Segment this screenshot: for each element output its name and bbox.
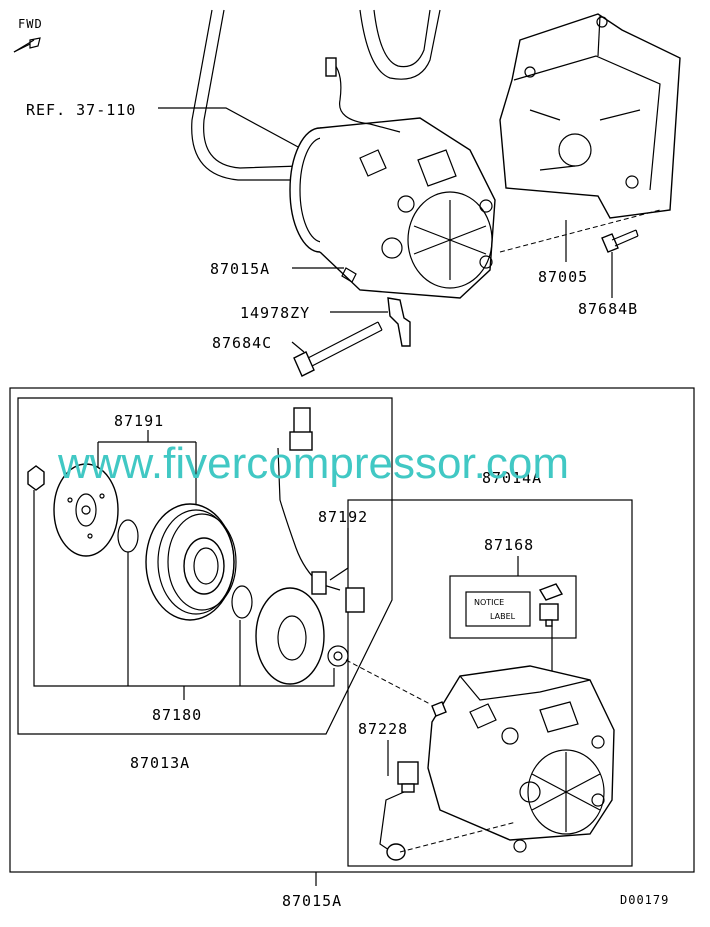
bracket-label: 87005 bbox=[538, 268, 588, 286]
diagram-code: D00179 bbox=[620, 893, 669, 907]
valve-cap bbox=[538, 583, 564, 627]
compressor-sub-label: 87014A bbox=[482, 469, 542, 487]
washer-hole bbox=[333, 651, 343, 661]
clutch-assy-frame bbox=[17, 397, 393, 735]
wire-label: 87192 bbox=[318, 508, 368, 526]
clutch-group-label: 87180 bbox=[152, 706, 202, 724]
mounting-bracket bbox=[499, 13, 681, 219]
nut-icon bbox=[27, 465, 45, 491]
clip-label: 14978ZY bbox=[240, 304, 310, 322]
outer-kit-frame bbox=[9, 387, 695, 873]
compressor-sub-frame bbox=[347, 499, 633, 867]
ref-leader bbox=[158, 107, 301, 149]
notice-label-sticker bbox=[465, 591, 531, 627]
bolt-dash-line bbox=[499, 209, 661, 253]
notice-group-box bbox=[449, 575, 577, 639]
snap-ring-2 bbox=[231, 585, 253, 619]
lower-compressor bbox=[427, 665, 615, 853]
clutch-parts-bracket bbox=[97, 430, 197, 510]
drive-belt bbox=[191, 9, 441, 181]
long-bolt-label: 87684C bbox=[212, 334, 272, 352]
short-bolt bbox=[601, 229, 639, 253]
armature-plate bbox=[53, 463, 119, 557]
outer-label: 87015A bbox=[282, 892, 342, 910]
watermark: www.fivercompressor.com bbox=[57, 439, 569, 488]
notice-line1: NOTICE bbox=[474, 598, 504, 607]
clutch-parts-label: 87191 bbox=[114, 412, 164, 430]
top-compressor bbox=[289, 57, 496, 299]
notice-line2: LABEL bbox=[490, 612, 516, 621]
clip bbox=[387, 297, 411, 347]
wire-leader bbox=[329, 528, 349, 581]
wire-connector bbox=[289, 407, 365, 613]
fwd-label: FWD bbox=[18, 17, 43, 31]
pressure-switch bbox=[379, 761, 517, 861]
fwd-arrow-icon bbox=[13, 37, 41, 53]
clutch-group-bracket bbox=[33, 490, 335, 700]
short-bolt-label: 87684B bbox=[578, 300, 638, 318]
long-bolt-leader bbox=[291, 341, 305, 353]
notice-group-label: 87168 bbox=[484, 536, 534, 554]
washer bbox=[327, 645, 349, 667]
compressor-label: 87015A bbox=[210, 260, 270, 278]
pulley bbox=[145, 503, 237, 621]
snap-ring bbox=[117, 519, 139, 553]
stud-icon bbox=[431, 701, 447, 717]
long-bolt bbox=[293, 321, 383, 377]
switch-label: 87228 bbox=[358, 720, 408, 738]
clutch-assy-label: 87013A bbox=[130, 754, 190, 772]
ref-label: REF. 37-110 bbox=[26, 101, 136, 119]
field-coil bbox=[255, 447, 341, 685]
